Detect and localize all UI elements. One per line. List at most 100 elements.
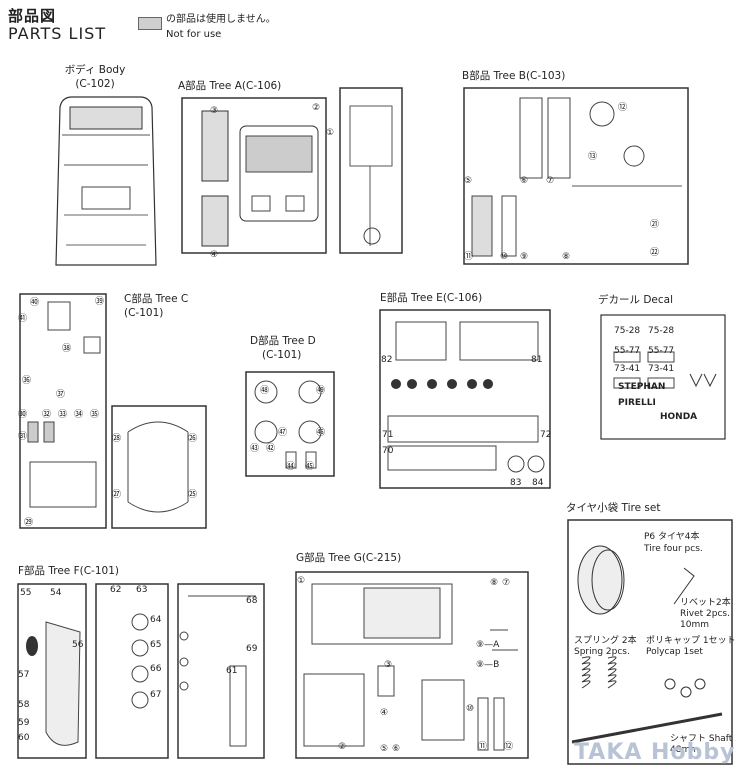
treeB-num-8: ⑧	[562, 252, 571, 262]
treeC-num-26: ㉖	[188, 434, 198, 444]
treeB-num-22: ㉒	[650, 248, 660, 258]
rivet-jp: リベット2本	[680, 598, 731, 608]
polycap-en: Polycap 1set	[646, 647, 703, 657]
treeF-num-58: 58	[18, 700, 30, 710]
treeG-num-8: ⑧	[490, 578, 499, 588]
tire-frame	[567, 519, 733, 765]
treeF-num-69: 69	[246, 644, 258, 654]
treeE-num-81: 81	[531, 355, 543, 365]
treeB-num-5: ⑤	[464, 176, 473, 186]
treeC-num-32: ㉜	[42, 410, 52, 420]
treeF-num-57: 57	[18, 670, 30, 680]
body-label: ボディ Body	[64, 64, 126, 76]
treeF-num-66: 66	[150, 664, 162, 674]
treeB-num-12: ⑫	[618, 103, 628, 113]
treeA-num-4: ④	[210, 250, 219, 260]
watermark: TAKA Hobby	[574, 740, 736, 765]
treeC-num-41: ㊶	[18, 314, 28, 324]
legend-en: Not for use	[166, 29, 222, 40]
decal-brand-honda: HONDA	[660, 412, 698, 422]
treeA-label: A部品 Tree A(C-106)	[178, 80, 282, 92]
treeD-frame	[245, 371, 335, 477]
tire-jp: P6 タイヤ4本	[644, 532, 700, 542]
treeF-num-63: 63	[136, 585, 148, 595]
treeB-num-11: ⑪	[464, 252, 474, 262]
treeB-label: B部品 Tree B(C-103)	[462, 70, 566, 82]
treeG-tag-b: ⑨—B	[476, 660, 500, 670]
treeC-label: C部品 Tree C	[124, 293, 189, 305]
treeF-num-62: 62	[110, 585, 122, 595]
decal-sheet	[600, 314, 726, 440]
shaft-size: 48mm	[670, 745, 699, 755]
treeF-num-55: 55	[20, 588, 32, 598]
treeA-frame	[181, 87, 403, 254]
treeC-num-31: ㉛	[18, 432, 28, 442]
treeG-num-4: ④	[380, 708, 389, 718]
treeA-num-3: ③	[210, 106, 219, 116]
treeB-num-13: ⑬	[588, 152, 598, 162]
treeB-num-6: ⑥	[520, 176, 529, 186]
treeD-num-49: ㊾	[316, 386, 326, 396]
treeB-num-21: ㉑	[650, 220, 660, 230]
legend-jp: の部品は使用しません。	[166, 14, 276, 25]
treeF-num-65: 65	[150, 640, 162, 650]
treeF-label: F部品 Tree F(C-101)	[18, 565, 119, 577]
spring-en: Spring 2pcs.	[574, 647, 630, 657]
treeG-num-1: ①	[297, 576, 306, 586]
shaft-jp: シャフト Shaft	[670, 734, 733, 744]
decal-row3b: 73-41	[648, 364, 675, 374]
treeC-frame	[19, 293, 207, 529]
treeD-code: (C-101)	[262, 349, 302, 361]
tire-label: タイヤ小袋 Tire set	[566, 502, 661, 514]
treeC-num-25: ㉕	[188, 490, 198, 500]
treeG-num-5: ⑤	[380, 744, 389, 754]
treeG-frame	[295, 571, 529, 759]
rivet-en: Rivet 2pcs.	[680, 609, 730, 619]
treeD-num-44: ㊹	[286, 462, 296, 472]
treeG-num-7: ⑦	[502, 578, 511, 588]
treeE-num-71: 71	[382, 430, 394, 440]
decal-row2b: 55-77	[648, 346, 675, 356]
treeE-num-70: 70	[382, 446, 394, 456]
rivet-size: 10mm	[680, 620, 709, 630]
treeC-num-37: ㊲	[56, 390, 66, 400]
treeE-num-84: 84	[532, 478, 544, 488]
treeF-num-68: 68	[246, 596, 258, 606]
treeG-num-6: ⑥	[392, 744, 401, 754]
treeC-num-30: ㉚	[18, 410, 28, 420]
treeF-num-60: 60	[18, 733, 30, 743]
treeC-num-39: ㊴	[95, 297, 105, 307]
treeG-num-10: ⑩	[466, 704, 475, 714]
decal-brand-stephan: STEPHAN	[618, 382, 666, 392]
treeD-num-47: ㊼	[278, 428, 288, 438]
treeC-num-27: ㉗	[112, 490, 122, 500]
treeC-num-34: ㉞	[74, 410, 84, 420]
decal-row1a: 75-28	[614, 326, 641, 336]
treeE-label: E部品 Tree E(C-106)	[380, 292, 483, 304]
treeG-num-2: ②	[338, 742, 347, 752]
polycap-jp: ポリキャップ 1セット	[646, 636, 736, 646]
treeE-num-82: 82	[381, 355, 393, 365]
treeF-num-54: 54	[50, 588, 62, 598]
treeC-num-36: ㊱	[22, 376, 32, 386]
title-en: PARTS LIST	[8, 24, 107, 43]
treeE-num-72: 72	[540, 430, 552, 440]
treeC-num-38: ㊳	[62, 344, 72, 354]
body-code: (C-102)	[75, 78, 115, 90]
treeF-num-59: 59	[18, 718, 30, 728]
decal-label: デカール Decal	[598, 294, 674, 306]
spring-jp: スプリング 2本	[574, 636, 637, 646]
treeC-num-40: ㊵	[30, 298, 40, 308]
treeC-num-35: ㉟	[90, 410, 100, 420]
treeC-num-33: ㉝	[58, 410, 68, 420]
treeD-num-46: ㊻	[316, 428, 326, 438]
treeF-num-64: 64	[150, 615, 162, 625]
decal-row1b: 75-28	[648, 326, 675, 336]
treeD-label: D部品 Tree D	[250, 335, 316, 347]
treeD-num-45: ㊺	[305, 462, 315, 472]
treeB-num-10: ⑩	[500, 252, 509, 262]
decal-brand-pirelli: PIRELLI	[618, 398, 656, 408]
tire-en: Tire four pcs.	[644, 544, 703, 554]
treeD-num-48: ㊽	[260, 386, 270, 396]
treeA-num-1: ①	[326, 128, 335, 138]
